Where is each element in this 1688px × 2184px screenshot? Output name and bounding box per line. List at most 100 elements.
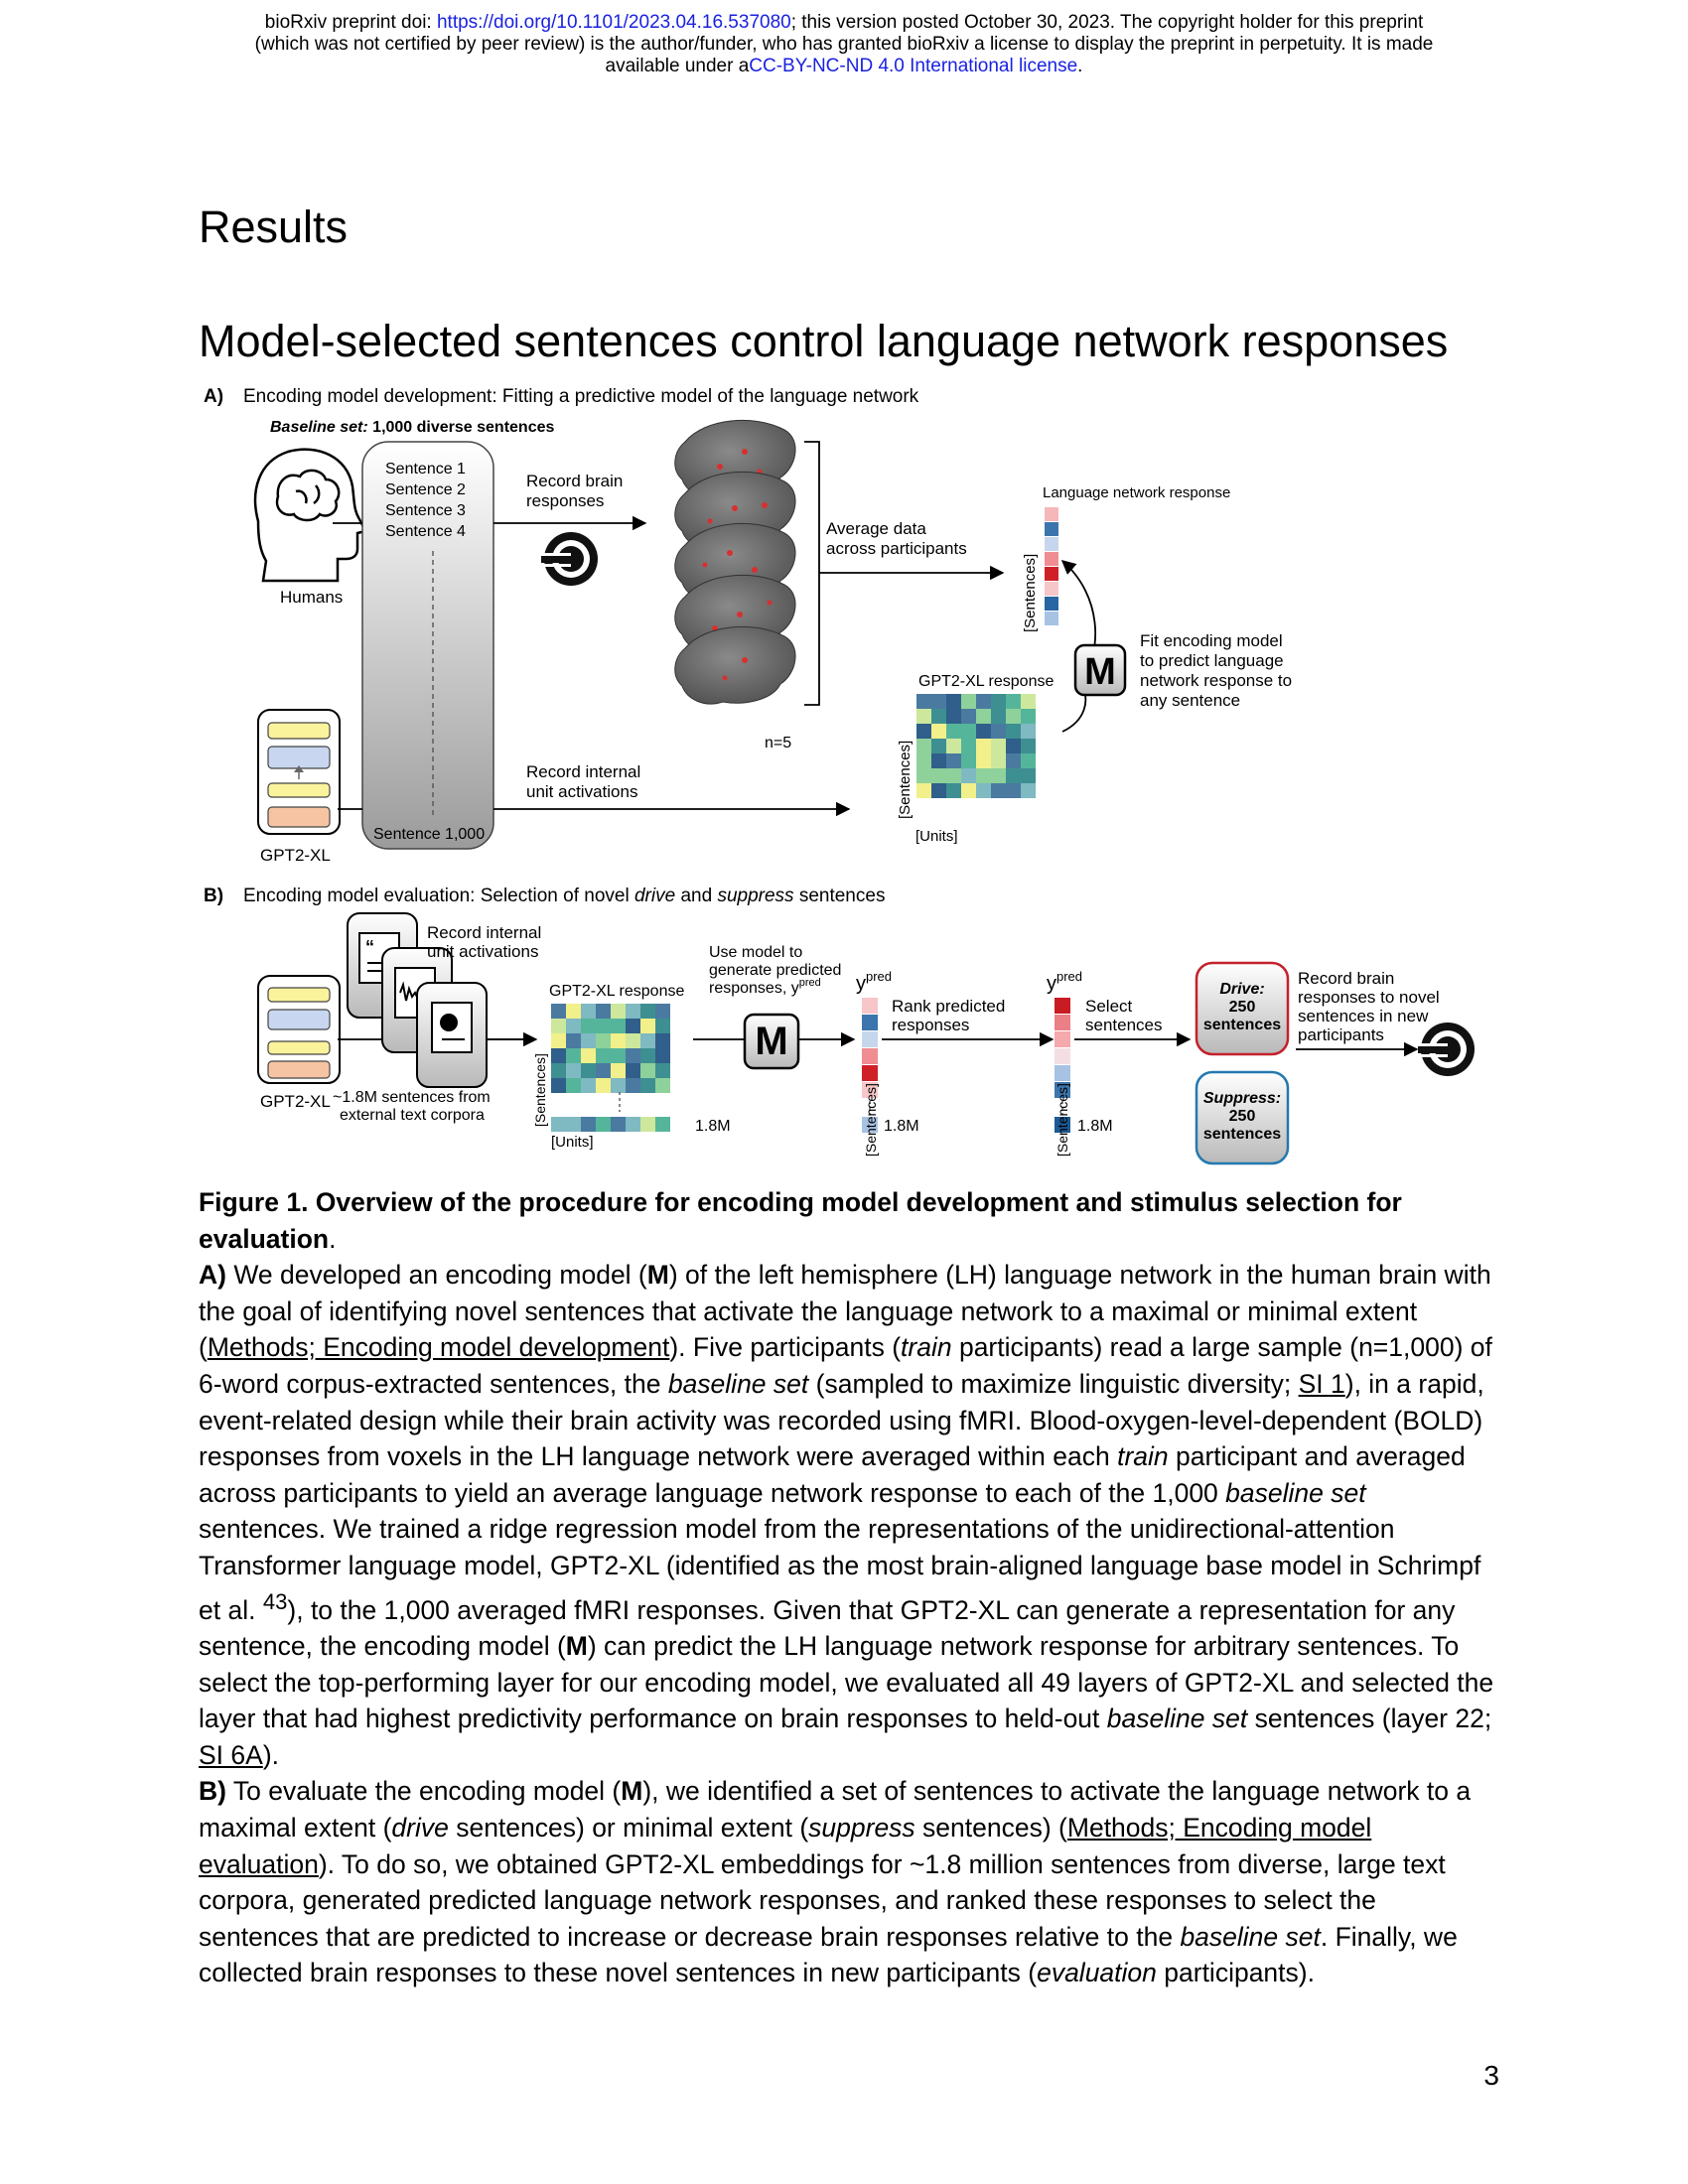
sentences-axis-b3: [Sentences]: [1055, 1083, 1070, 1157]
methods-eval-link[interactable]: Methods; Encoding model evaluation: [199, 1812, 1372, 1879]
subsection-title: Model-selected sentences control languag…: [199, 316, 1449, 366]
heatmap-cell: [916, 739, 931, 753]
record-internal-label-a: Record internal: [526, 762, 640, 781]
heatmap-cell: [566, 1078, 581, 1093]
heatmap-cell: [991, 694, 1006, 709]
heatmap-cell: [655, 1004, 670, 1019]
notice-line-3-prefix: available under a: [605, 56, 750, 76]
count-1-8m-c: 1.8M: [1077, 1118, 1113, 1135]
heatmap-cell: [931, 709, 946, 724]
heatmap-cell: [1021, 724, 1036, 739]
heatmap-cell: [916, 709, 931, 724]
svg-text:M: M: [755, 1020, 787, 1063]
heatmap-cell: [976, 739, 991, 753]
page-number: 3: [1483, 2060, 1499, 2091]
heatmap-cell: [961, 753, 976, 768]
heatmap-cell: [946, 753, 961, 768]
heatmap-cell: [961, 709, 976, 724]
reference-43[interactable]: 43: [262, 1588, 288, 1614]
heatmap-cell: [946, 724, 961, 739]
heatmap-cell: [640, 1063, 655, 1078]
y-pred-label-1: ypred: [856, 969, 892, 995]
heatmap-cell: [916, 768, 931, 783]
panel-a-title: Encoding model development: Fitting a pr…: [243, 386, 919, 407]
heatmap-cell: [991, 768, 1006, 783]
heatmap-cell: [961, 768, 976, 783]
suppress-sentences-box: Suppress: 250 sentences: [1195, 1070, 1290, 1165]
heatmap-cell: [626, 1078, 640, 1093]
heatmap-cell: [1021, 768, 1036, 783]
human-head-icon: [253, 448, 367, 583]
use-model-label: Use model to: [709, 944, 802, 961]
heatmap-cell: [946, 709, 961, 724]
figure-1: A) Encoding model development: Fitting a…: [204, 386, 1475, 1165]
notice-line-3-suffix: .: [1077, 56, 1083, 76]
methods-dev-link[interactable]: Methods; Encoding model development: [207, 1332, 670, 1363]
text-corpora-icons: “: [347, 912, 488, 1088]
notice-prefix: bioRxiv preprint doi:: [264, 12, 437, 33]
sentence-1: Sentence 1: [385, 461, 466, 478]
gpt-response-label-a: GPT2-XL response: [918, 673, 1054, 690]
fit-encoding-label-2: to predict language: [1140, 651, 1284, 670]
heatmap-cell: [611, 1048, 626, 1063]
heatmap-cell: [596, 1048, 611, 1063]
heatmap-cell: [626, 1033, 640, 1048]
heatmap-cell: [581, 1117, 596, 1132]
y-pred-label-2: ypred: [1047, 969, 1082, 995]
heatmap-cell: [991, 739, 1006, 753]
encoding-model-icon-b: M: [743, 1013, 800, 1070]
license-link[interactable]: CC-BY-NC-ND 4.0 International license: [749, 56, 1078, 76]
si1-link[interactable]: SI 1: [1298, 1368, 1345, 1399]
heatmap-cell: [916, 724, 931, 739]
heatmap-cell: [626, 1063, 640, 1078]
fmri-scanner-icon-b: [1418, 1023, 1475, 1076]
record-brain-label-2: responses: [526, 491, 604, 510]
gpt2-xl-icon-b: [257, 975, 341, 1084]
preprint-notice: bioRxiv preprint doi: https://doi.org/10…: [0, 12, 1688, 77]
heatmap-cell: [596, 1063, 611, 1078]
sentence-1000: Sentence 1,000: [373, 826, 485, 843]
heatmap-cell: [611, 1063, 626, 1078]
sentences-axis-b1: [Sentences]: [532, 1053, 548, 1127]
rank-label: Rank predicted: [892, 997, 1005, 1016]
heatmap-cell: [916, 783, 931, 798]
sentences-axis-b2: [Sentences]: [863, 1083, 879, 1157]
heatmap-cell: [961, 724, 976, 739]
heatmap-cell: [1006, 724, 1021, 739]
heatmap-cell: [626, 1019, 640, 1033]
heatmap-cell: [566, 1019, 581, 1033]
heatmap-cell: [626, 1048, 640, 1063]
heatmap-cell: [991, 709, 1006, 724]
heatmap-cell: [946, 768, 961, 783]
heatmap-cell: [640, 1117, 655, 1132]
heatmap-cell: [551, 1078, 566, 1093]
section-title: Results: [199, 202, 349, 252]
heatmap-cell: [931, 783, 946, 798]
heatmap-cell: [976, 694, 991, 709]
heatmap-cell: [976, 753, 991, 768]
heatmap-cell: [596, 1033, 611, 1048]
heatmap-cell: [566, 1063, 581, 1078]
si6a-link[interactable]: SI 6A: [199, 1739, 263, 1770]
units-axis-b: [Units]: [551, 1134, 594, 1151]
heatmap-cell: [581, 1048, 596, 1063]
heatmap-cell: [611, 1078, 626, 1093]
sentence-3: Sentence 3: [385, 502, 466, 519]
caption-title: Figure 1. Overview of the procedure for …: [199, 1187, 1402, 1254]
panel-b-title: Encoding model evaluation: Selection of …: [243, 886, 885, 906]
record-novel-label-4: participants: [1298, 1025, 1384, 1044]
heatmap-cell: [946, 783, 961, 798]
sentence-4: Sentence 4: [385, 523, 466, 540]
fit-encoding-label-4: any sentence: [1140, 691, 1240, 710]
heatmap-cell: [581, 1063, 596, 1078]
heatmap-cell: [611, 1004, 626, 1019]
heatmap-cell: [961, 739, 976, 753]
record-brain-label: Record brain: [526, 472, 623, 490]
record-novel-label-3: sentences in new: [1298, 1007, 1429, 1025]
record-internal-label-a-2: unit activations: [526, 782, 637, 801]
caption-part-a: A) We developed an encoding model (M) of…: [199, 1260, 1494, 1770]
svg-text:sentences: sentences: [1203, 1126, 1281, 1143]
record-internal-label-b-2: unit activations: [427, 942, 538, 961]
doi-link[interactable]: https://doi.org/10.1101/2023.04.16.53708…: [436, 12, 791, 33]
heatmap-cell: [1021, 709, 1036, 724]
